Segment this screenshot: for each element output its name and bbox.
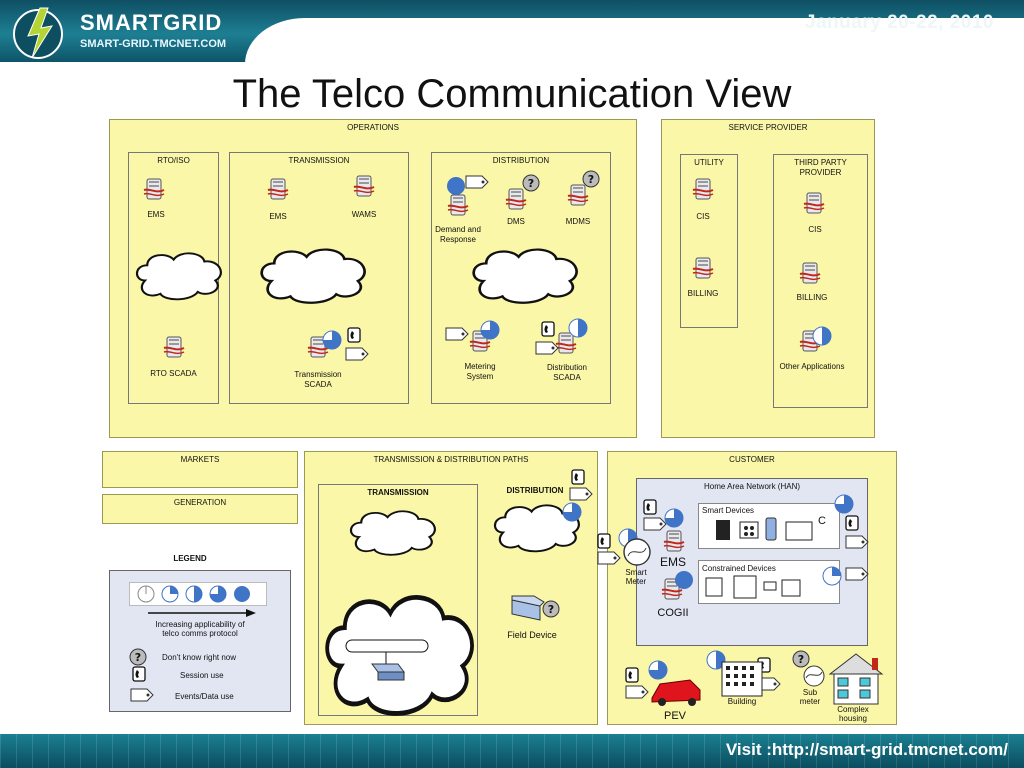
legend-session-label: Session use	[180, 671, 224, 680]
complex-housing-label-2: housing	[838, 714, 868, 723]
legend-arrow-label-1: Increasing applicability of	[155, 620, 245, 629]
rto-iso-title: RTO/ISO	[157, 156, 190, 165]
utility-cis-label: CIS	[696, 212, 710, 221]
dist-bus-label: Enterprise Bus	[498, 273, 552, 282]
fan-label-1: Field Area Network	[501, 522, 569, 531]
cogii-label: COGII	[657, 607, 689, 619]
trans-scada-label-1: Transmission	[294, 370, 342, 379]
logo-globe-icon	[13, 7, 63, 59]
tdp-title: TRANSMISSION & DISTRIBUTION PATHS	[373, 455, 529, 464]
rto-scada-label: RTO SCADA	[150, 369, 197, 378]
third-party-title-2: PROVIDER	[799, 168, 842, 177]
legend-arrow-icon	[148, 609, 256, 617]
generation-box	[102, 494, 298, 524]
footer-visit-link[interactable]: Visit :http://smart-grid.tmcnet.com/	[725, 740, 1008, 759]
han-ems-label: EMS	[659, 555, 686, 569]
service-provider-title: SERVICE PROVIDER	[728, 123, 808, 132]
legend-events-label: Events/Data use	[175, 692, 234, 701]
utility-billing-label: BILLING	[687, 289, 719, 298]
logo-url: SMART-GRID.TMCNET.COM	[80, 38, 227, 50]
operations-title: OPERATIONS	[347, 123, 399, 132]
submeter-label-1: Sub	[802, 688, 818, 697]
trans-bus-label: Enterprise Bus	[285, 273, 339, 282]
header-date: January 20-22, 2010	[804, 12, 994, 33]
smartgrid-logo: SMARTGRID SMART-GRID.TMCNET.COM	[6, 4, 246, 60]
sslan-label: SS LAN	[376, 612, 406, 621]
dist-scada-label-2: SCADA	[553, 373, 581, 382]
mdms-label: MDMS	[565, 217, 591, 226]
third-party-title-1: THIRD PARTY	[794, 158, 847, 167]
legend-title: LEGEND	[173, 554, 207, 563]
ss-device-label: SS Device	[358, 680, 406, 691]
metering-label-2: System	[466, 372, 494, 381]
dr-label-2: Response	[439, 235, 477, 244]
customer-title: CUSTOMER	[729, 455, 775, 464]
smart-devices-label: Smart Devices	[702, 506, 755, 515]
trans-ems-label: EMS	[269, 212, 287, 221]
han-title: Home Area Network (HAN)	[703, 482, 801, 491]
utility-box	[680, 154, 738, 328]
trans-wams-label: WAMS	[351, 210, 377, 219]
other-apps-label: Other Applications	[779, 362, 845, 371]
logo-name: SMARTGRID	[80, 10, 223, 35]
footer-band: Visit :http://smart-grid.tmcnet.com/	[0, 734, 1024, 768]
wan-label: WAN	[380, 532, 400, 541]
fan-label-2: (FAN)	[524, 532, 546, 541]
third-cis-label: CIS	[808, 225, 822, 234]
constrained-devices-label: Constrained Devices	[702, 564, 776, 573]
legend-q-label: Don't know right now	[162, 653, 237, 662]
distribution-ops-title: DISTRIBUTION	[492, 156, 550, 165]
markets-label: MARKETS	[180, 455, 220, 464]
submeter-label-2: meter	[799, 697, 821, 706]
footer-grid	[0, 734, 1024, 768]
metering-label-1: Metering	[464, 362, 496, 371]
header-band	[0, 0, 1024, 78]
generation-label: GENERATION	[173, 498, 227, 507]
building-label: Building	[727, 697, 757, 706]
rto-bus-label: Enterprise Bus	[147, 272, 201, 281]
dms-label: DMS	[507, 217, 525, 226]
utility-title: UTILITY	[694, 158, 724, 167]
legend-pie-strip	[129, 582, 267, 606]
third-billing-label: BILLING	[796, 293, 828, 302]
legend-arrow-label-2: telco comms protocol	[162, 629, 238, 638]
pev-label: PEV	[663, 710, 686, 722]
smart-meter-label-1: Smart	[625, 568, 647, 577]
rto-ems-label: EMS	[147, 210, 165, 219]
dist-scada-label-1: Distribution	[546, 363, 587, 372]
complex-housing-label-1: Complex	[837, 705, 869, 714]
smart-devices-c-label: C	[818, 515, 826, 527]
field-device-label: Field Device	[507, 630, 557, 640]
smart-meter-label-2: Meter	[625, 577, 647, 586]
tdp-transmission-title: TRANSMISSION	[367, 488, 429, 497]
dr-label-1: Demand and	[435, 225, 481, 234]
trans-scada-label-2: SCADA	[304, 380, 332, 389]
header-white-curve	[245, 18, 1024, 78]
markets-box	[102, 451, 298, 488]
slide-title: The Telco Communication View	[232, 72, 792, 116]
transmission-ops-title: TRANSMISSION	[288, 156, 350, 165]
tdp-distribution-title: DISTRIBUTION	[506, 486, 564, 495]
